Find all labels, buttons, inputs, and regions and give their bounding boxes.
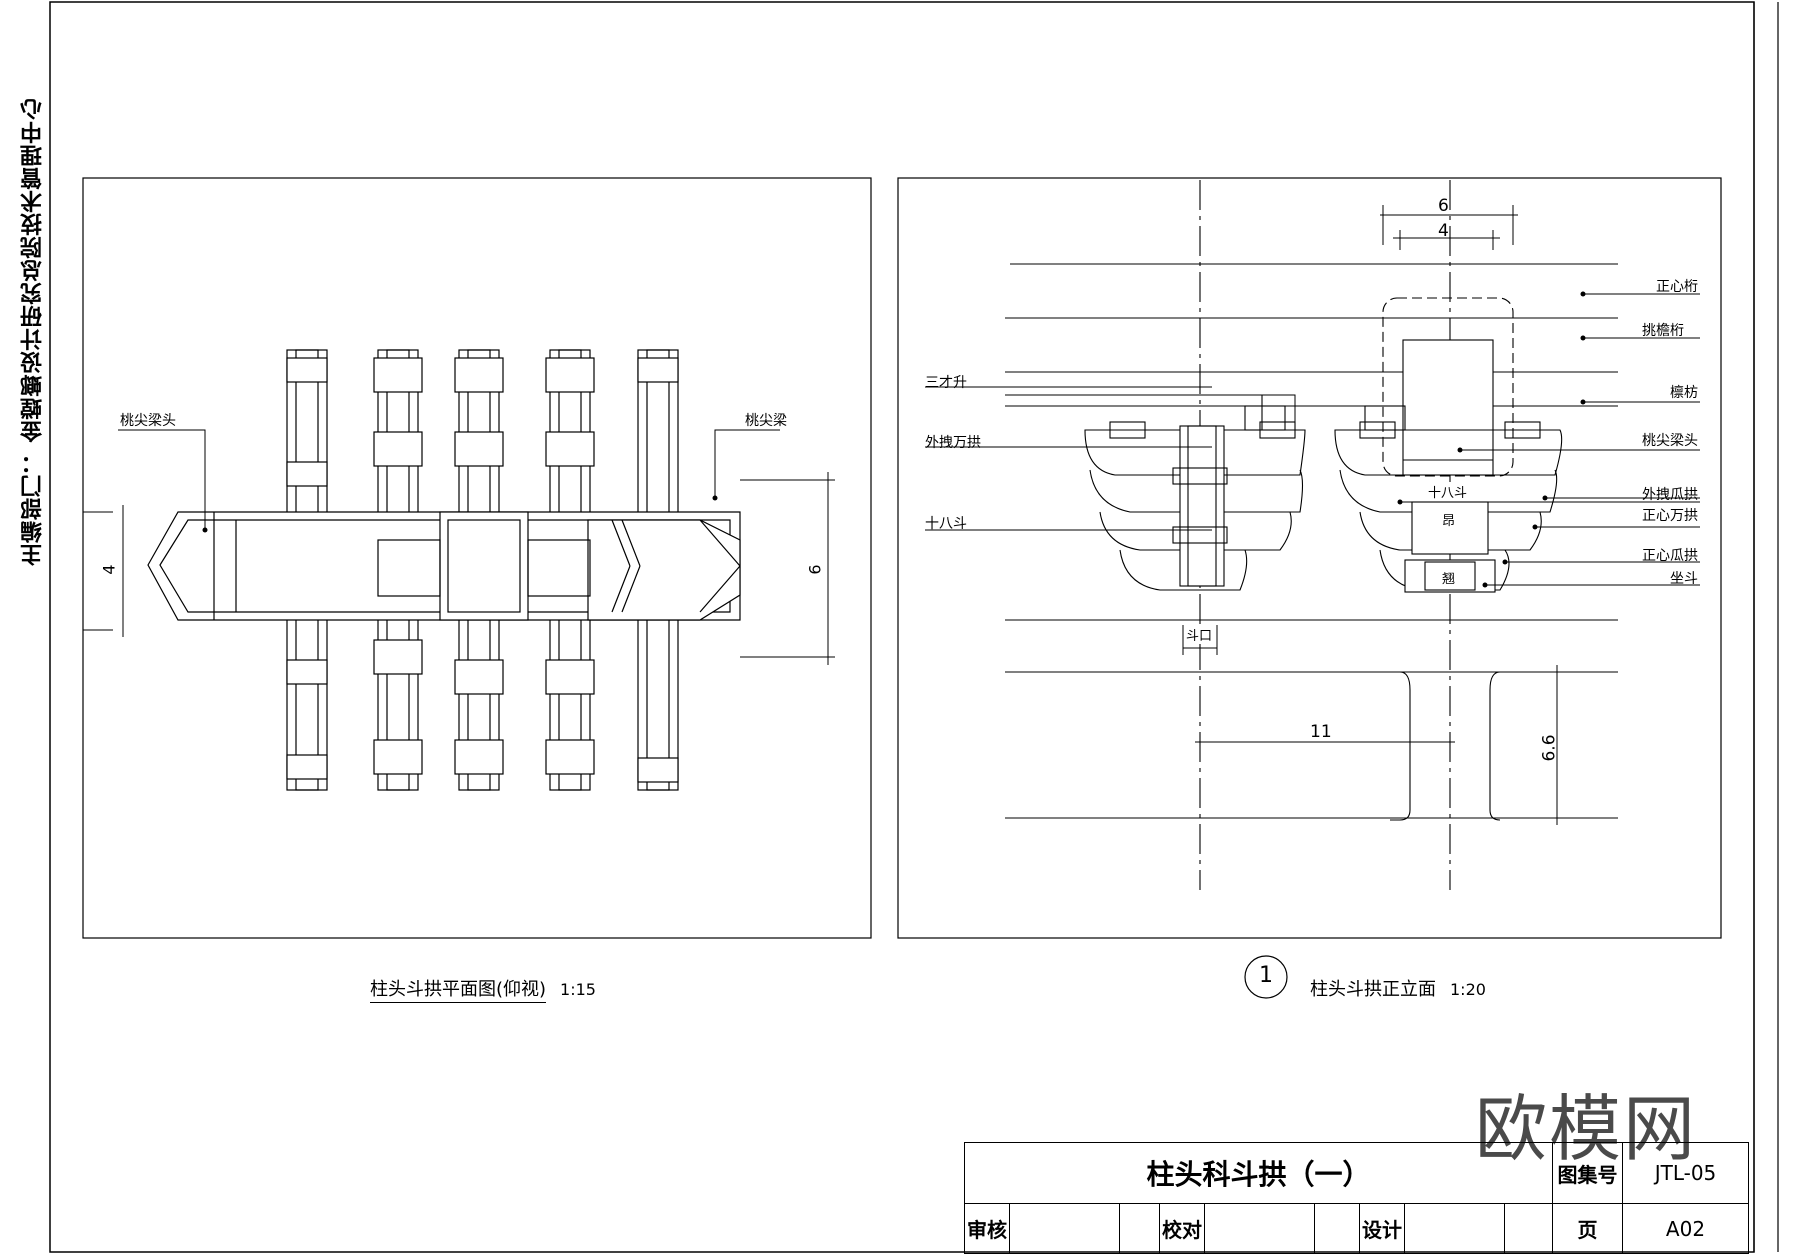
label-sancaisheng: 三才升 bbox=[925, 375, 967, 391]
title-block: 柱头科斗拱（一） 图集号 JTL-05 审核 校对 设计 页 A02 bbox=[964, 1142, 1749, 1254]
label-fang: 檩枋 bbox=[1670, 385, 1698, 401]
atlas-value: JTL-05 bbox=[1623, 1143, 1748, 1204]
elevation-scale: 1:20 bbox=[1450, 980, 1486, 999]
label-tiaoyanheng: 挑檐桁 bbox=[1642, 323, 1684, 339]
label-zhengxinheng: 正心桁 bbox=[1656, 279, 1698, 295]
plan-leader-dot bbox=[712, 495, 718, 501]
check-sign bbox=[1315, 1204, 1360, 1253]
label-zhengxinwangong: 正心万拱 bbox=[1642, 508, 1698, 524]
elev-dim-right: 6.6 bbox=[1539, 734, 1560, 762]
design-sign bbox=[1505, 1204, 1553, 1253]
elevation-number: 1 bbox=[1259, 963, 1273, 988]
label-ang: 昂 bbox=[1442, 514, 1456, 529]
elevation-caption: 柱头斗拱正立面 1:20 bbox=[1310, 975, 1486, 1001]
label-zuodou: 坐斗 bbox=[1670, 571, 1698, 587]
plan-view bbox=[83, 349, 835, 791]
plan-caption: 柱头斗拱平面图(仰视) 1:15 bbox=[370, 975, 596, 1003]
label-zhengxinguagong: 正心瓜拱 bbox=[1642, 548, 1698, 564]
check-value bbox=[1205, 1204, 1315, 1253]
elev-dim-top-outer: 6 bbox=[1438, 196, 1449, 216]
design-label: 设计 bbox=[1360, 1204, 1405, 1253]
plan-caption-text: 柱头斗拱平面图(仰视) bbox=[370, 979, 547, 1003]
plan-leader-dot bbox=[202, 527, 208, 533]
elev-dim-mid: 11 bbox=[1310, 722, 1332, 742]
atlas-label: 图集号 bbox=[1553, 1143, 1623, 1204]
elevation-caption-text: 柱头斗拱正立面 bbox=[1310, 979, 1436, 1000]
plan-scale: 1:15 bbox=[560, 980, 596, 999]
label-waizhuaiguagong: 外拽瓜拱 bbox=[1642, 487, 1698, 503]
elevation-leader-dots bbox=[1397, 291, 1586, 588]
plan-dim-left: 4 bbox=[99, 564, 119, 575]
plan-label-beam-head: 桃尖梁头 bbox=[120, 413, 176, 429]
page-label: 页 bbox=[1553, 1204, 1623, 1253]
review-sign bbox=[1120, 1204, 1160, 1253]
check-label: 校对 bbox=[1160, 1204, 1205, 1253]
drawing-title: 柱头科斗拱（一） bbox=[965, 1143, 1553, 1204]
watermark-logo: 欧模网 bbox=[1475, 1087, 1698, 1171]
label-doukou: 斗口 bbox=[1186, 625, 1213, 644]
review-label: 审核 bbox=[965, 1204, 1010, 1253]
label-waizhuaiwangong: 外拽万拱 bbox=[925, 435, 981, 451]
elev-dim-top-inner: 4 bbox=[1438, 221, 1449, 241]
label-shibadou-left: 十八斗 bbox=[925, 516, 967, 532]
elevation-view bbox=[925, 180, 1700, 890]
design-value bbox=[1405, 1204, 1505, 1253]
label-shibadou: 十八斗 bbox=[1428, 482, 1468, 501]
plan-panel bbox=[82, 177, 872, 939]
review-value bbox=[1010, 1204, 1120, 1253]
plan-dim-right: 6 bbox=[805, 564, 825, 575]
page-value: A02 bbox=[1665, 1216, 1706, 1241]
sheet-border bbox=[49, 1, 1755, 1253]
label-beam-head-elev: 桃尖梁头 bbox=[1642, 433, 1698, 449]
elevation-number-circle bbox=[1244, 955, 1288, 999]
elevation-panel bbox=[897, 177, 1722, 939]
plan-label-beam: 桃尖梁 bbox=[745, 413, 787, 429]
label-qiao: 翘 bbox=[1442, 572, 1456, 587]
